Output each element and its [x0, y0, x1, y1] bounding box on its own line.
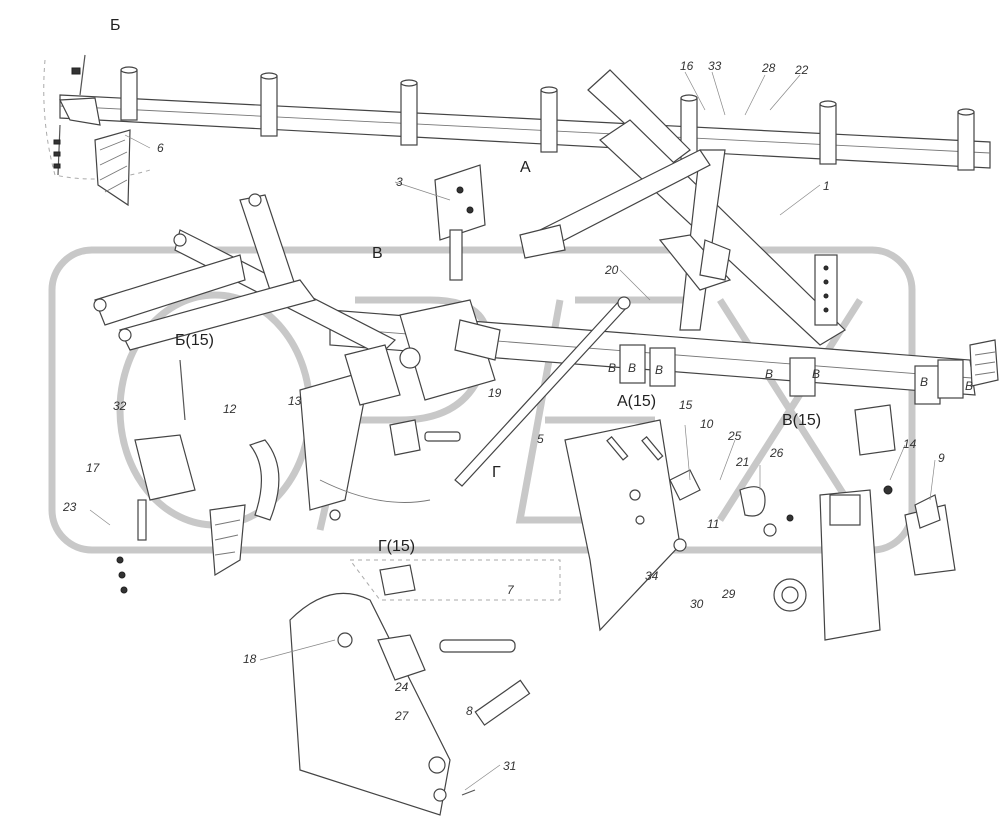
view-letters: Б А В Б(15) А(15) В(15) Г Г(15): [110, 17, 821, 555]
part-label-21: 21: [735, 455, 749, 469]
frame-marker: В: [965, 379, 973, 393]
view-letter-v15: В(15): [782, 412, 821, 429]
central-bracket-group: [389, 164, 501, 456]
view-letter-g: Г: [492, 464, 501, 481]
part-label-31: 31: [503, 759, 516, 773]
part-label-13: 13: [288, 394, 302, 408]
part-label-26: 26: [769, 446, 784, 460]
frame-marker: В: [765, 367, 773, 381]
part-label-24: 24: [394, 680, 409, 694]
part-label-6: 6: [157, 141, 164, 155]
part-label-16: 16: [680, 59, 694, 73]
part-label-22: 22: [794, 63, 809, 77]
part-label-18: 18: [243, 652, 257, 666]
frame-marker: В: [920, 375, 928, 389]
lower-plate: [564, 419, 701, 632]
leader-lines: [89, 71, 936, 791]
tie-rod: [454, 296, 631, 487]
view-letter-b-top: Б: [110, 17, 121, 34]
part-label-14: 14: [903, 437, 917, 451]
part-label-10: 10: [700, 417, 714, 431]
part-label-27: 27: [394, 709, 410, 723]
part-label-5: 5: [537, 432, 544, 446]
disc-assembly: [116, 359, 431, 594]
part-label-30: 30: [690, 597, 704, 611]
part-label-34: 34: [645, 569, 659, 583]
part-label-8: 8: [466, 704, 473, 718]
part-callouts: 1 3 5 6 7 8 9 10 11 12 13 14 15 16 17 18…: [62, 59, 945, 773]
main-beam: [59, 66, 991, 171]
frame-marker: В: [608, 361, 616, 375]
view-letter-a15: А(15): [617, 393, 656, 410]
part-label-17: 17: [86, 461, 101, 475]
standposts: [120, 66, 975, 171]
part-label-1: 1: [823, 179, 830, 193]
detail-g15-inset: [289, 559, 561, 816]
part-label-3: 3: [396, 175, 403, 189]
part-label-20: 20: [604, 263, 619, 277]
part-label-11: 11: [707, 517, 719, 531]
view-letter-b15: Б(15): [175, 332, 214, 349]
view-letter-v: В: [372, 245, 383, 262]
left-frame: [93, 193, 401, 511]
view-letter-g15: Г(15): [378, 538, 415, 555]
part-label-28: 28: [761, 61, 776, 75]
part-label-33: 33: [708, 59, 722, 73]
part-label-7: 7: [507, 583, 515, 597]
part-label-25: 25: [727, 429, 742, 443]
upper-truss-frame: [519, 69, 846, 346]
view-letter-a: А: [520, 159, 531, 176]
part-label-32: 32: [113, 399, 127, 413]
frame-marker: В: [812, 367, 820, 381]
part-label-15: 15: [679, 398, 693, 412]
detail-b-bracket: [43, 54, 151, 207]
frame-marker: В: [628, 361, 636, 375]
part-label-12: 12: [223, 402, 237, 416]
part-label-9: 9: [938, 451, 945, 465]
part-label-19: 19: [488, 386, 502, 400]
frame-markers: В В В В В В В: [608, 361, 973, 393]
right-lower-assembly: [739, 404, 956, 641]
frame-marker: В: [655, 363, 663, 377]
part-label-23: 23: [62, 500, 77, 514]
part-label-29: 29: [721, 587, 736, 601]
